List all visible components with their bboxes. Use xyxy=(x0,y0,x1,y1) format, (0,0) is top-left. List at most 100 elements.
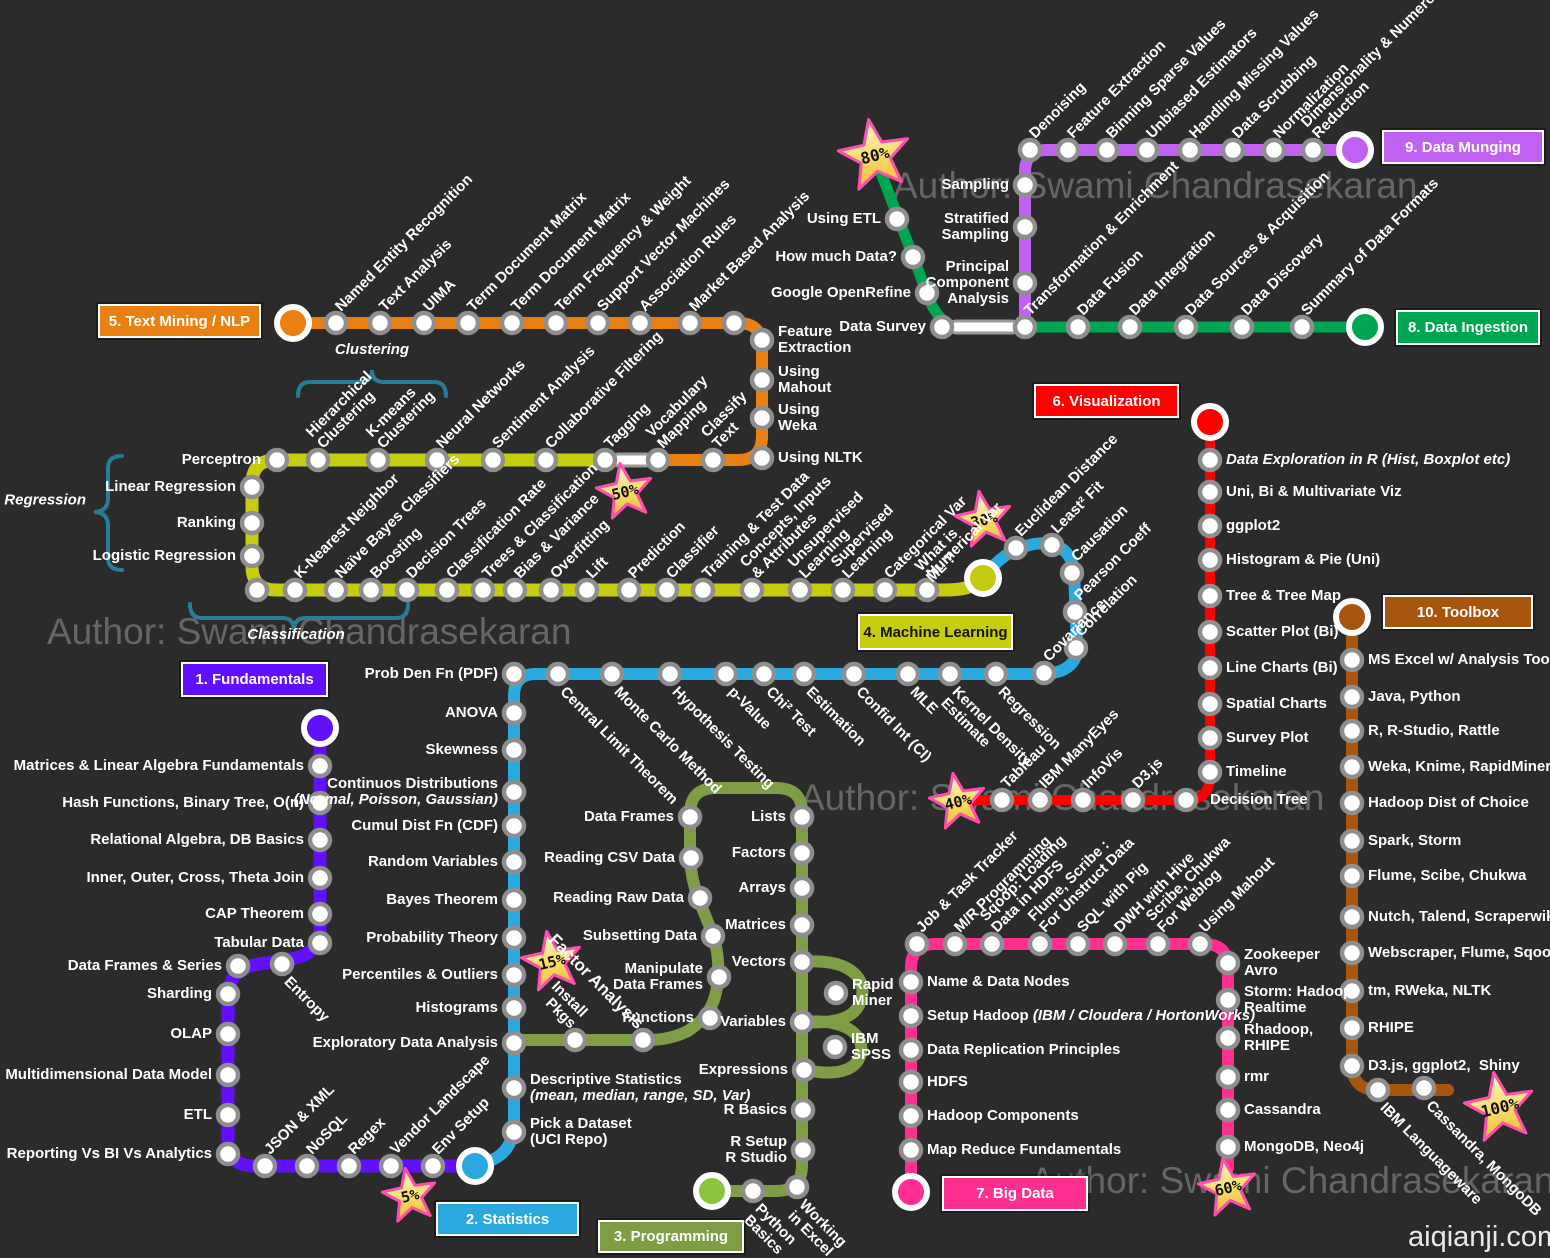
station-data-ingestion xyxy=(1289,314,1315,340)
station-data-munging xyxy=(1177,137,1203,163)
station-label: Principal Component Analysis xyxy=(925,258,1009,307)
station-fundamentals xyxy=(294,1153,320,1179)
station-machine-learning xyxy=(502,577,528,603)
brace-label: Clustering xyxy=(334,341,410,358)
station-label: Vectors xyxy=(731,953,786,970)
station-fundamentals xyxy=(225,953,251,979)
station-toolbox xyxy=(1339,863,1365,889)
station-label: How much Data? xyxy=(775,248,897,265)
station-data-ingestion xyxy=(1229,314,1255,340)
station-data-munging xyxy=(1134,137,1160,163)
station-data-ingestion xyxy=(1117,314,1143,340)
station-programming xyxy=(784,1174,810,1200)
line-badge-visualization: 6. Visualization xyxy=(1034,384,1179,418)
station-fundamentals xyxy=(336,1153,362,1179)
station-text-mining xyxy=(700,447,726,473)
station-machine-learning xyxy=(394,577,420,603)
station-label: rmr xyxy=(1244,1068,1270,1085)
station-data-ingestion xyxy=(914,280,940,306)
station-programming xyxy=(789,840,815,866)
station-statistics xyxy=(501,737,527,763)
station-programming xyxy=(789,949,815,975)
station-programming xyxy=(789,875,815,901)
station-machine-learning xyxy=(574,577,600,603)
station-text-mining xyxy=(645,447,671,473)
station-fundamentals xyxy=(307,901,333,927)
station-text-mining xyxy=(543,310,569,336)
station-fundamentals xyxy=(215,1062,241,1088)
station-statistics xyxy=(501,661,527,687)
station-statistics xyxy=(501,779,527,805)
station-statistics xyxy=(841,661,867,687)
site-credit: aiqianji.com xyxy=(1408,1221,1550,1253)
station-data-munging xyxy=(1017,137,1043,163)
station-text-mining xyxy=(749,327,775,353)
station-machine-learning xyxy=(654,577,680,603)
station-toolbox xyxy=(1339,1015,1365,1041)
station-data-munging xyxy=(1094,137,1120,163)
watermark-author: Author: Swami Chandrasekaran xyxy=(1030,1160,1550,1201)
station-visualization xyxy=(1197,547,1223,573)
station-label: Weka, Knime, RapidMiner xyxy=(1368,758,1550,775)
station-label: Inner, Outer, Cross, Theta Join xyxy=(86,869,304,886)
station-statistics xyxy=(501,887,527,913)
station-label: Manipulate Data Frames xyxy=(612,960,703,993)
station-label: R Setup R Studio xyxy=(725,1133,787,1166)
station-label: Survey Plot xyxy=(1226,729,1309,746)
station-big-data xyxy=(1102,931,1128,957)
brace-regression xyxy=(93,454,124,572)
station-label: Sharding xyxy=(146,985,212,1002)
station-visualization xyxy=(1197,725,1223,751)
station-text-mining xyxy=(323,310,349,336)
station-label: Data Replication Principles xyxy=(927,1041,1121,1058)
station-machine-learning xyxy=(470,577,496,603)
station-machine-learning xyxy=(538,577,564,603)
station-machine-learning xyxy=(323,577,349,603)
station-machine-learning xyxy=(533,447,559,473)
station-toolbox xyxy=(1339,684,1365,710)
station-label: Histogram & Pie (Uni) xyxy=(1226,551,1381,568)
station-label: IBM SPSS xyxy=(851,1030,892,1063)
station-programming xyxy=(697,1005,723,1031)
station-programming xyxy=(823,980,849,1006)
station-label: Data Exploration in R (Hist, Boxplot etc… xyxy=(1226,451,1511,468)
terminal-data-ingestion xyxy=(1346,308,1384,346)
station-text-mining xyxy=(721,310,747,336)
station-statistics xyxy=(1059,560,1085,586)
station-label: MS Excel w/ Analysis ToolPak xyxy=(1368,651,1550,668)
terminal-programming xyxy=(693,1172,731,1210)
station-label: Map Reduce Fundamentals xyxy=(927,1141,1122,1158)
station-label: Spark, Storm xyxy=(1368,832,1462,849)
station-label: Bayes Theorem xyxy=(386,891,498,908)
station-label: Decision Tree xyxy=(1210,791,1308,808)
progress-star xyxy=(953,489,1012,548)
station-label: Sampling xyxy=(941,176,1009,193)
station-statistics xyxy=(501,700,527,726)
progress-star xyxy=(380,1166,437,1223)
station-fundamentals xyxy=(215,1102,241,1128)
station-label: D3.js, ggplot2, Shiny xyxy=(1368,1057,1520,1074)
station-label: Using NLTK xyxy=(778,449,863,466)
station-statistics xyxy=(1031,660,1057,686)
station-label: Nutch, Talend, Scraperwiki xyxy=(1368,908,1550,925)
brace-label: Regression xyxy=(4,491,86,509)
station-toolbox xyxy=(1339,790,1365,816)
station-label: Lists xyxy=(750,808,786,825)
station-big-data xyxy=(904,931,930,957)
station-fundamentals xyxy=(215,981,241,1007)
station-label: Reading CSV Data xyxy=(544,849,675,866)
station-label: Line Charts (Bi) xyxy=(1226,659,1338,676)
line-badge-statistics: 2. Statistics xyxy=(436,1202,579,1236)
station-machine-learning xyxy=(239,543,265,569)
station-text-mining xyxy=(749,445,775,471)
station-fundamentals xyxy=(269,951,295,977)
station-data-ingestion xyxy=(1173,314,1199,340)
station-programming xyxy=(630,1027,656,1053)
station-machine-learning xyxy=(739,577,765,603)
station-label: Prob Den Fn (PDF) xyxy=(364,665,498,682)
station-label: Flume, Scibe, Chukwa xyxy=(1368,867,1527,884)
station-fundamentals xyxy=(378,1153,404,1179)
station-data-munging xyxy=(1261,137,1287,163)
